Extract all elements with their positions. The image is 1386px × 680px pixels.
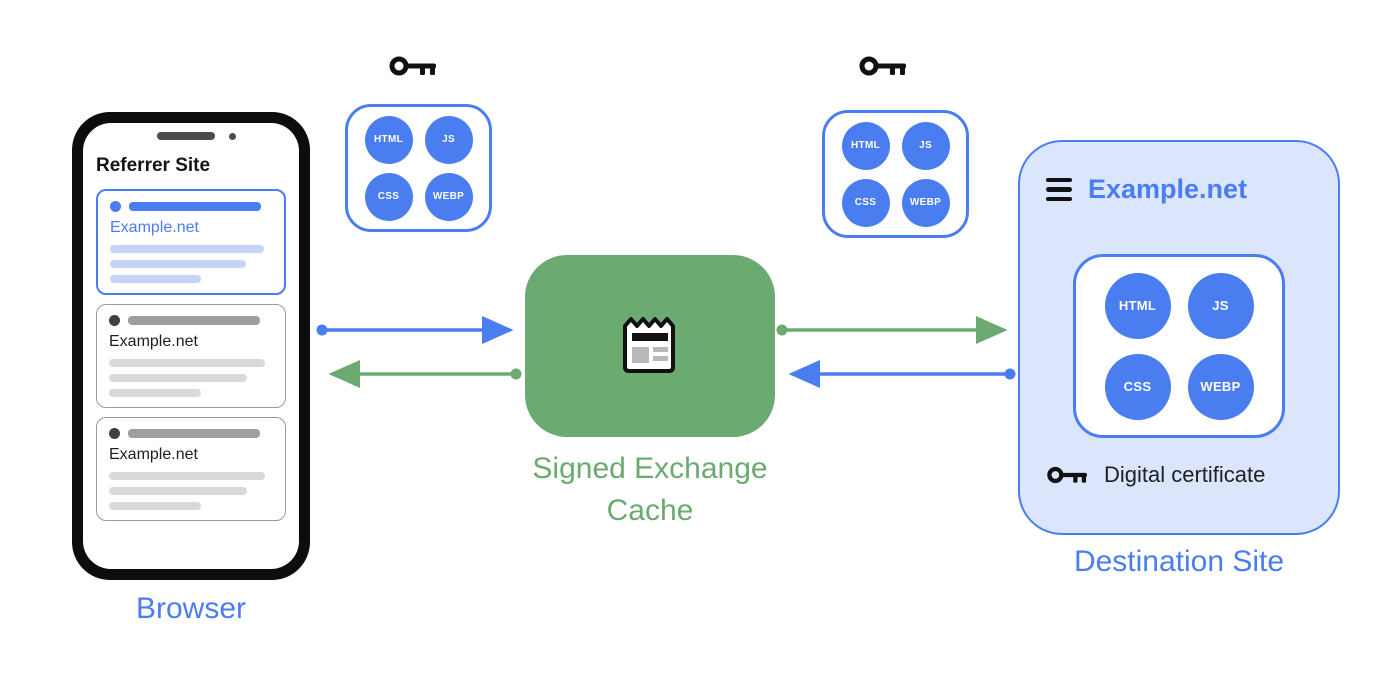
asset-chip-html: HTML [841, 121, 890, 170]
asset-chip-webp: WEBP [424, 172, 473, 221]
title-placeholder-bar [129, 202, 261, 211]
key-icon [1047, 466, 1087, 484]
asset-chip-css: CSS [841, 178, 890, 227]
destination-header: Example.net [1046, 174, 1247, 205]
card-header [110, 201, 272, 212]
asset-chip-webp: WEBP [1187, 353, 1254, 420]
referrer-site-title: Referrer Site [96, 155, 211, 176]
text-placeholder-line [110, 245, 264, 253]
phone-speaker [157, 132, 215, 140]
text-placeholder-lines [109, 359, 273, 397]
phone-screen: Referrer Site Example.net [83, 123, 299, 569]
key-icon [858, 52, 912, 85]
asset-chip-js: JS [901, 121, 950, 170]
asset-chip-js: JS [1187, 272, 1254, 339]
referrer-card[interactable]: Example.net [96, 417, 286, 521]
phone-frame: Referrer Site Example.net [72, 112, 310, 580]
text-placeholder-line [109, 487, 247, 495]
card-domain: Example.net [109, 333, 198, 350]
asset-chip-webp: WEBP [901, 178, 950, 227]
favicon-dot [110, 201, 121, 212]
phone-camera-dot [229, 133, 236, 140]
cache-label-line2: Cache [606, 494, 694, 527]
referrer-card-list: Example.net Example.net [96, 189, 286, 521]
text-placeholder-line [109, 359, 265, 367]
referrer-card-highlighted[interactable]: Example.net [96, 189, 286, 295]
text-placeholder-line [109, 472, 265, 480]
asset-chip-html: HTML [364, 115, 413, 164]
asset-chip-css: CSS [1104, 353, 1171, 420]
card-domain: Example.net [109, 446, 198, 463]
signed-assets-bundle-right: HTML JS CSS WEBP [822, 110, 969, 238]
text-placeholder-line [109, 374, 247, 382]
arrow-origin-dot [776, 324, 788, 336]
favicon-dot [109, 428, 120, 439]
text-placeholder-line [109, 389, 201, 397]
text-placeholder-lines [110, 245, 272, 283]
text-placeholder-lines [109, 472, 273, 510]
text-placeholder-line [110, 260, 247, 268]
text-placeholder-line [109, 502, 201, 510]
text-placeholder-line [110, 275, 201, 283]
arrow-origin-dot [1004, 368, 1016, 380]
asset-chip-html: HTML [1104, 272, 1171, 339]
arrow-origin-dot [510, 368, 522, 380]
key-icon [388, 52, 442, 85]
card-domain: Example.net [110, 219, 199, 236]
destination-site-label: Destination Site [1073, 545, 1285, 578]
arrow-origin-dot [316, 324, 328, 336]
card-header [109, 428, 273, 439]
asset-chip-css: CSS [364, 172, 413, 221]
browser-label: Browser [135, 592, 247, 625]
digital-certificate-label: Digital certificate [1104, 462, 1266, 487]
signed-assets-bundle-left: HTML JS CSS WEBP [345, 104, 492, 232]
referrer-card[interactable]: Example.net [96, 304, 286, 408]
destination-site-name: Example.net [1088, 174, 1248, 204]
cache-label: Signed Exchange Cache [465, 448, 835, 532]
title-placeholder-bar [128, 429, 260, 438]
signed-document-icon [623, 317, 675, 373]
title-placeholder-bar [128, 316, 260, 325]
favicon-dot [109, 315, 120, 326]
card-header [109, 315, 273, 326]
asset-chip-js: JS [424, 115, 473, 164]
hamburger-menu-icon [1046, 177, 1072, 202]
signed-exchange-cache-box [525, 255, 775, 437]
cache-label-line1: Signed Exchange [532, 452, 768, 485]
digital-certificate-row: Digital certificate [1046, 462, 1265, 488]
destination-assets-bundle: HTML JS CSS WEBP [1073, 254, 1285, 438]
destination-site-box: Example.net HTML JS CSS WEBP Digital cer… [1018, 140, 1340, 535]
